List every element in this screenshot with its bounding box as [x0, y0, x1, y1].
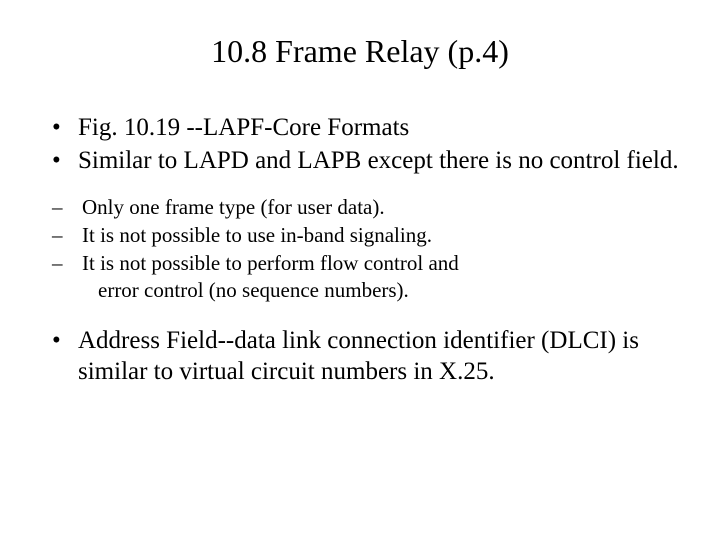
list-item-text: Address Field--data link connection iden… — [78, 326, 639, 385]
list-item: – Only one frame type (for user data). — [44, 194, 692, 221]
bullet-glyph-icon: – — [52, 222, 63, 247]
bullet-list-level1: • Fig. 10.19 --LAPF-Core Formats • Simil… — [44, 112, 692, 387]
list-item-text: Similar to LAPD and LAPB except there is… — [78, 147, 679, 174]
slide-body: • Fig. 10.19 --LAPF-Core Formats • Simil… — [44, 112, 692, 389]
list-item-text: It is not possible to use in-band signal… — [82, 222, 432, 247]
bullet-glyph-icon: • — [52, 147, 61, 174]
list-item-text: It is not possible to perform flow contr… — [82, 250, 459, 275]
list-item: – It is not possible to use in-band sign… — [44, 222, 692, 249]
list-item: • Fig. 10.19 --LAPF-Core Formats — [44, 112, 692, 143]
list-item-text-continuation: error control (no sequence numbers). — [98, 277, 409, 302]
spacer: – Only one frame type (for user data). –… — [44, 178, 692, 325]
bullet-list-level2: – Only one frame type (for user data). –… — [44, 194, 692, 304]
bullet-glyph-icon: • — [52, 326, 61, 354]
list-item-text: Only one frame type (for user data). — [82, 195, 385, 219]
bullet-glyph-icon: – — [52, 195, 63, 219]
bullet-glyph-icon: • — [52, 114, 61, 141]
list-item-text: Fig. 10.19 --LAPF-Core Formats — [78, 114, 410, 141]
list-item: • Similar to LAPD and LAPB except there … — [44, 145, 692, 176]
bullet-glyph-icon: – — [52, 250, 63, 275]
page-title: 10.8 Frame Relay (p.4) — [211, 33, 509, 69]
list-item: – It is not possible to perform flow con… — [44, 250, 692, 304]
list-item: • Address Field--data link connection id… — [44, 325, 692, 387]
